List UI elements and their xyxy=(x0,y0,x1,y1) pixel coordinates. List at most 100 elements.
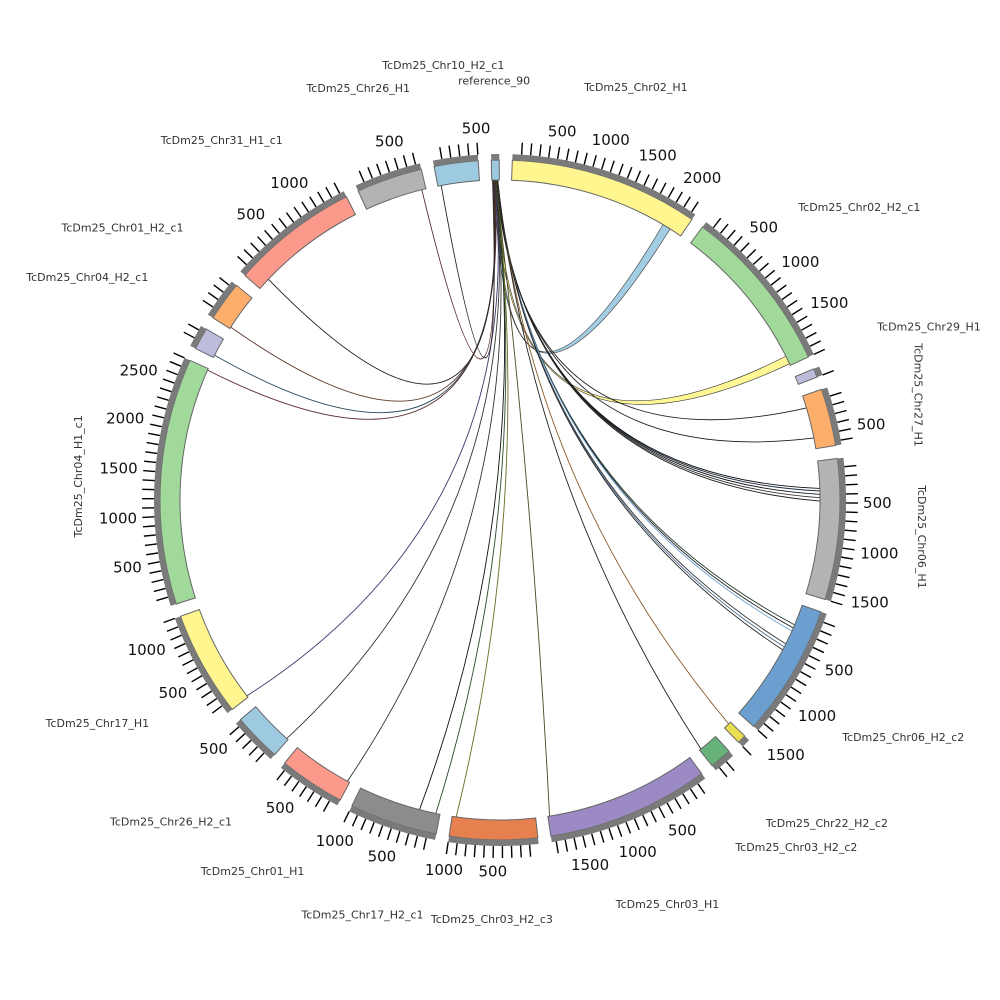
tick-mark xyxy=(616,825,623,837)
tick-label: 1000 xyxy=(270,174,308,192)
sector-block[interactable] xyxy=(448,815,539,841)
sector-block[interactable] xyxy=(723,721,746,743)
tick-label: 500 xyxy=(479,863,508,881)
tick-mark xyxy=(146,441,159,446)
sector-tcdm25-chr04-h1-c1[interactable] xyxy=(141,352,209,606)
sector-block[interactable] xyxy=(490,159,500,181)
tick-mark xyxy=(360,818,367,831)
sector-block[interactable] xyxy=(433,160,481,187)
sector-block[interactable] xyxy=(805,457,841,601)
tick-mark xyxy=(464,844,467,857)
tick-mark xyxy=(439,146,443,160)
tick-mark xyxy=(395,830,401,843)
tick-mark xyxy=(166,369,178,376)
link-chord xyxy=(455,179,509,818)
sector-tcdm25-chr02-h1[interactable] xyxy=(511,142,699,237)
tick-mark xyxy=(547,145,552,158)
tick-label: 500 xyxy=(113,559,142,577)
sector-block[interactable] xyxy=(689,226,810,366)
tick-mark xyxy=(642,814,649,827)
tick-mark xyxy=(839,565,852,570)
sector-block[interactable] xyxy=(239,705,289,756)
tick-mark xyxy=(186,667,198,675)
sector-label: TcDm25_Chr22_H2_c2 xyxy=(765,817,888,830)
tick-mark xyxy=(402,155,408,167)
sector-tcdm25-chr22-h2-c2[interactable] xyxy=(723,721,752,756)
tick-mark xyxy=(213,284,224,293)
tick-mark xyxy=(241,739,252,750)
sector-tcdm25-chr27-h1[interactable] xyxy=(801,387,853,450)
sector-block[interactable] xyxy=(179,608,249,711)
tick-label: 500 xyxy=(199,740,228,758)
sector-tcdm25-chr17-h2-c1[interactable] xyxy=(343,787,441,850)
sector-label: TcDm25_Chr03_H2_c2 xyxy=(734,841,857,854)
tick-label: 1000 xyxy=(99,510,137,528)
tick-mark xyxy=(666,802,674,814)
sector-block[interactable] xyxy=(159,359,209,605)
sector-tcdm25-chr01-h1[interactable] xyxy=(276,746,351,812)
sector-label: TcDm25_Chr10_H2_c1 xyxy=(381,59,504,72)
sector-axis-band xyxy=(174,616,233,714)
sector-tcdm25-chr04-h2-c1[interactable] xyxy=(183,323,225,359)
sector-axis-band xyxy=(355,163,422,191)
sector-label: TcDm25_Chr27_H1 xyxy=(911,342,924,447)
sector-block[interactable] xyxy=(357,168,427,210)
sector-tcdm25-chr29-h1[interactable] xyxy=(794,366,835,386)
tick-mark xyxy=(457,144,461,157)
sector-tcdm25-chr26-h2-c1[interactable] xyxy=(229,705,289,763)
sector-block[interactable] xyxy=(511,159,693,237)
tick-mark xyxy=(633,818,640,831)
link-chord xyxy=(496,179,783,651)
tick-mark xyxy=(169,360,182,367)
sector-tcdm25-chr31-h1-c1[interactable] xyxy=(237,182,357,290)
tick-mark xyxy=(742,746,752,756)
tick-mark xyxy=(393,157,399,170)
sector-block[interactable] xyxy=(547,756,703,837)
tick-mark xyxy=(182,659,194,667)
sector-tcdm25-chr10-h2-c1[interactable] xyxy=(432,142,481,187)
tick-mark xyxy=(170,634,182,641)
tick-mark xyxy=(163,617,176,624)
tick-mark xyxy=(142,525,156,528)
sector-reference-90[interactable] xyxy=(490,154,500,181)
sector-tcdm25-chr26-h1[interactable] xyxy=(355,152,427,210)
sector-label: TcDm25_Chr03_H2_c3 xyxy=(430,913,553,926)
sector-tcdm25-chr03-h1[interactable] xyxy=(547,756,706,854)
sector-block[interactable] xyxy=(801,388,837,450)
sector-tcdm25-chr06-h1[interactable] xyxy=(805,457,858,606)
sector-axis-band xyxy=(813,366,823,378)
tick-mark xyxy=(674,798,682,810)
sector-block[interactable] xyxy=(283,746,351,801)
sector-block[interactable] xyxy=(212,284,253,330)
link-chord xyxy=(286,179,500,739)
tick-label: 1000 xyxy=(592,131,630,149)
sector-tcdm25-chr01-h2-c1[interactable] xyxy=(202,277,253,330)
tick-mark xyxy=(162,378,175,384)
tick-mark xyxy=(454,843,458,856)
sector-label: TcDm25_Chr04_H1_c1 xyxy=(72,415,85,538)
tick-mark xyxy=(733,235,743,246)
tick-mark xyxy=(840,437,853,441)
tick-mark xyxy=(147,561,160,565)
tick-mark xyxy=(667,186,675,199)
sector-label: TcDm25_Chr31_H1_c1 xyxy=(160,134,283,147)
sector-tcdm25-chr17-h1[interactable] xyxy=(163,608,249,714)
tick-mark xyxy=(237,255,247,266)
sector-tcdm25-chr03-h2-c3[interactable] xyxy=(445,815,539,858)
tick-mark xyxy=(690,201,699,213)
tick-mark xyxy=(763,722,774,732)
tick-mark xyxy=(650,810,657,823)
sector-block[interactable] xyxy=(194,328,225,359)
sector-axis-band xyxy=(448,836,539,846)
tick-label: 1000 xyxy=(316,832,354,850)
tick-mark xyxy=(833,591,846,597)
tick-mark xyxy=(689,788,698,800)
sector-tcdm25-chr02-h2-c1[interactable] xyxy=(689,217,826,366)
tick-label: 2500 xyxy=(120,361,158,379)
tick-mark xyxy=(146,552,159,556)
tick-mark xyxy=(837,418,850,423)
sector-block[interactable] xyxy=(698,735,730,767)
sector-tcdm25-chr03-h2-c2[interactable] xyxy=(698,735,735,778)
sector-block[interactable] xyxy=(794,368,818,386)
sector-tcdm25-chr06-h2-c2[interactable] xyxy=(738,604,836,739)
